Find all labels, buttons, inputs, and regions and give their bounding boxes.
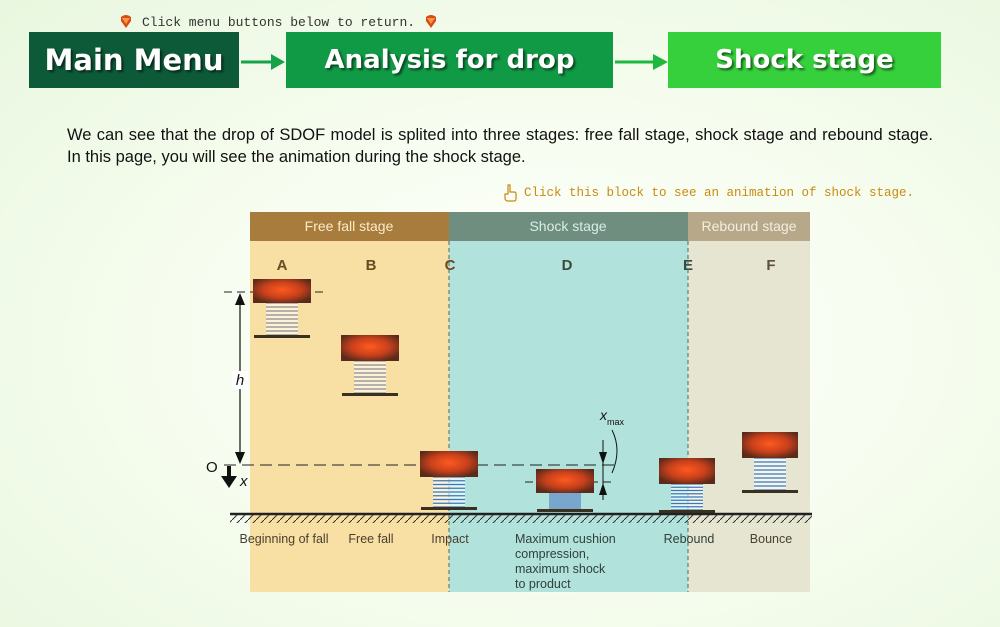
caption-free-fall: Free fall — [348, 532, 393, 546]
mass-block — [742, 432, 798, 458]
caption-max-compression-4: to product — [515, 577, 571, 591]
spring — [266, 302, 298, 336]
position-label-d: D — [562, 257, 573, 274]
spring — [433, 476, 465, 508]
position-label-c: C — [445, 257, 456, 274]
position-label-b: B — [366, 257, 377, 274]
shock-header — [449, 212, 688, 241]
spring — [754, 457, 786, 491]
xmax-arrow-up-icon — [599, 483, 607, 495]
xmax-leader — [611, 429, 618, 474]
spring — [354, 360, 386, 394]
spring — [671, 483, 703, 511]
model-c — [420, 451, 478, 510]
nav-arrow-icon — [615, 54, 668, 70]
caption-max-compression-2: compression, — [515, 547, 589, 561]
caption-max-compression-3: maximum shock — [515, 562, 606, 576]
shock-stage-button[interactable]: Shock stage — [668, 32, 941, 88]
rebound-region — [688, 212, 810, 592]
shock-region — [449, 212, 688, 592]
caption-bounce: Bounce — [750, 532, 792, 546]
down-arrow-icon — [121, 15, 131, 28]
h-label: h — [236, 372, 244, 389]
mass-block — [341, 335, 399, 361]
rebound-header — [688, 212, 810, 241]
down-arrow-icon — [426, 15, 437, 28]
top-hint-text: Click menu buttons below to return. — [142, 14, 416, 30]
free-fall-header — [250, 212, 449, 241]
x-label: x — [239, 473, 248, 490]
mass-block — [253, 279, 311, 303]
sdof-models — [253, 279, 798, 513]
caption-impact: Impact — [431, 532, 469, 546]
base-plate — [742, 490, 798, 493]
base-plate — [537, 509, 593, 512]
h-arrow-up-icon — [235, 293, 245, 305]
base-plate — [421, 507, 477, 510]
rebound-stage-label: Rebound stage — [702, 218, 797, 234]
xmax-label: xmax — [599, 407, 625, 427]
base-plate — [659, 510, 715, 513]
model-e — [659, 458, 715, 513]
model-d — [536, 469, 594, 512]
model-a — [253, 279, 311, 338]
caption-beginning-of-fall: Beginning of fall — [240, 532, 329, 546]
h-arrow-down-icon — [235, 452, 245, 464]
position-label-a: A — [277, 257, 288, 274]
main-menu-button[interactable]: Main Menu — [29, 32, 239, 88]
caption-max-compression-1: Maximum cushion — [515, 532, 616, 546]
free-fall-stage-label: Free fall stage — [305, 218, 394, 234]
base-plate — [342, 393, 398, 396]
mass-block — [536, 469, 594, 493]
model-f — [742, 432, 798, 493]
intro-paragraph: We can see that the drop of SDOF model i… — [67, 126, 933, 166]
top-hint: Click menu buttons below to return. — [118, 12, 439, 32]
base-plate — [254, 335, 310, 338]
animation-hint[interactable]: Click this block to see an animation of … — [502, 183, 914, 203]
nav-arrow-icon — [241, 54, 285, 70]
caption-rebound: Rebound — [664, 532, 715, 546]
xmax-arrow-down-icon — [599, 452, 607, 464]
spring — [549, 492, 581, 510]
analysis-for-drop-button[interactable]: Analysis for drop — [286, 32, 613, 88]
mass-block — [659, 458, 715, 484]
animation-hint-text: Click this block to see an animation of … — [524, 186, 915, 200]
x-axis-arrow-icon — [221, 476, 237, 488]
origin-label: O — [206, 459, 218, 476]
shock-stage-label: Shock stage — [529, 218, 606, 234]
position-label-f: F — [766, 257, 775, 274]
mass-block — [420, 451, 478, 477]
ground-hatch — [230, 515, 812, 523]
model-b — [341, 335, 399, 396]
free-fall-region — [250, 212, 449, 592]
pointing-hand-icon — [504, 184, 517, 202]
